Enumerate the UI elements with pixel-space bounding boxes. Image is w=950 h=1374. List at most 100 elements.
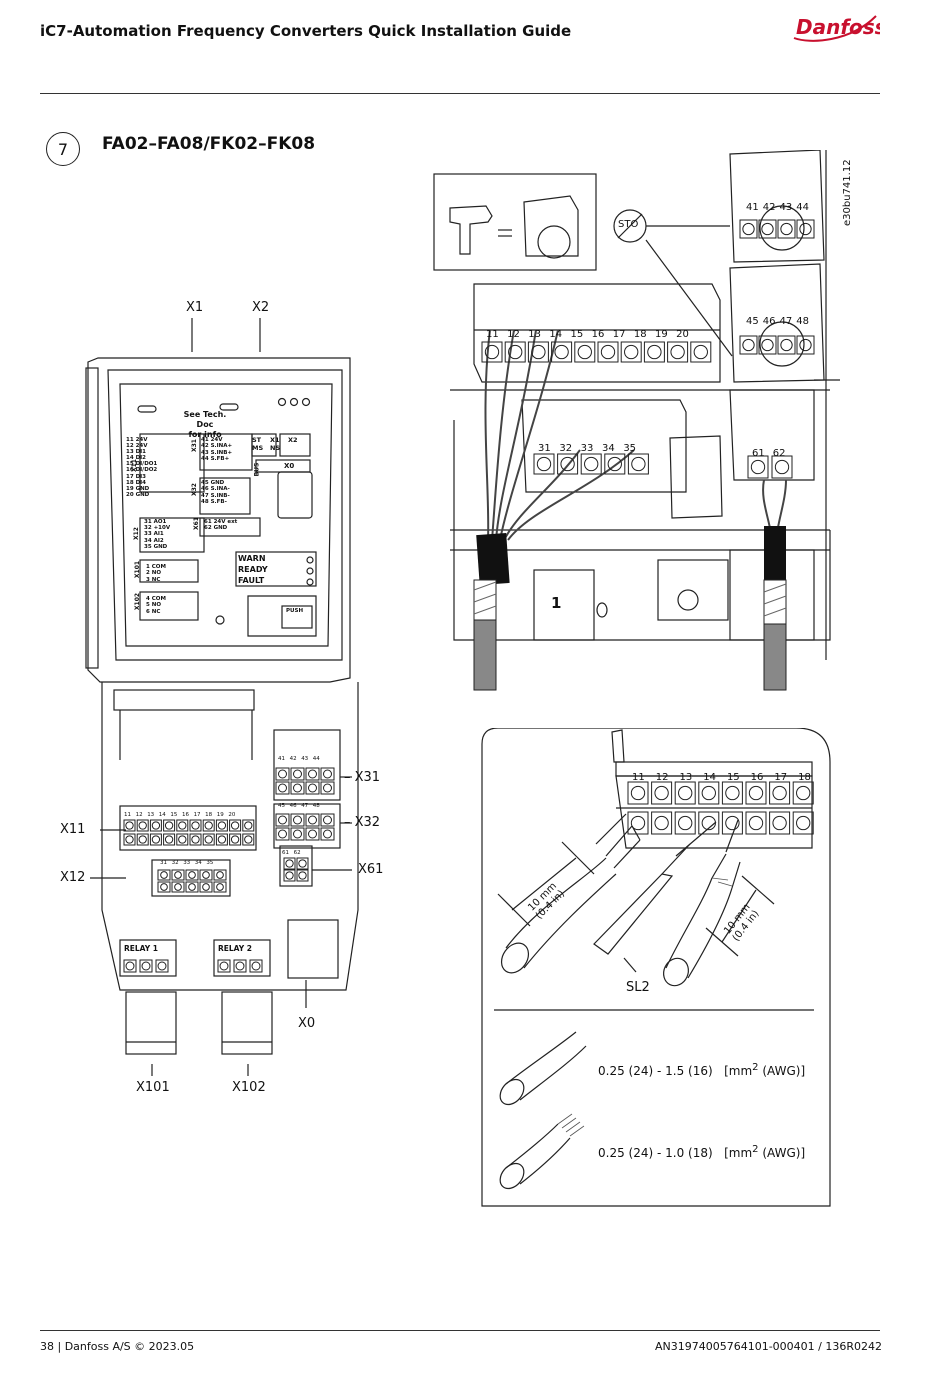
terminal-number: 44 (312, 756, 320, 762)
terminal-number: 20 (676, 329, 689, 340)
terminal-screw-head (157, 961, 167, 971)
terminal-screw-head (235, 961, 245, 971)
terminal-number: 45 (278, 803, 285, 809)
footer-rule (40, 1330, 880, 1331)
terminal-screw-head (323, 815, 332, 825)
step-number: 7 (46, 132, 80, 166)
terminal-screw (777, 335, 796, 355)
terminal-screw (176, 833, 189, 846)
terminal-screw-head (216, 871, 224, 879)
terminal-screw-head (654, 785, 669, 801)
terminal-screw (557, 453, 579, 475)
terminal-number: 13 (147, 812, 155, 818)
terminal-screw-head (742, 338, 755, 352)
terminal-screw (229, 833, 242, 846)
terminal-screw (275, 781, 290, 795)
terminal-wiring-illustration (433, 150, 840, 691)
terminal-screw (504, 341, 526, 363)
panel-x31-tag: X31 (190, 439, 198, 452)
terminal-screw-head (670, 344, 685, 360)
terminal-screw-head (725, 815, 740, 831)
terminal-screw-head (174, 871, 182, 879)
terminal-number: 47 (301, 803, 309, 809)
terminal-screw-head (188, 883, 196, 891)
terminal-screw-head (217, 835, 227, 844)
terminal-screw (157, 869, 171, 881)
terminal-screw-head (308, 769, 317, 779)
terminal-screw (747, 455, 769, 479)
terminal-screw (796, 335, 815, 355)
terminal-screw (651, 811, 673, 835)
terminal-number: 18 (205, 812, 213, 818)
section-title: FA02–FA08/FK02–FK08 (102, 134, 316, 154)
terminal-screw (745, 781, 767, 805)
terminal-number: 11 (124, 812, 131, 818)
terminal-number: 32 (559, 443, 573, 454)
terminal-screw-head (191, 835, 200, 844)
terminal-screw-head (584, 456, 599, 472)
terminal-screw-head (141, 961, 151, 971)
terminal-screw (627, 811, 649, 835)
terminal-screw-head (748, 815, 764, 831)
terminal-screw-head (285, 859, 294, 868)
terminal-screw (721, 811, 743, 835)
terminal-number: 17 (612, 329, 626, 340)
panel-x11-tag: X11 (130, 459, 138, 472)
terminal-screw-head (202, 871, 210, 879)
terminal-screw-head (678, 815, 693, 831)
terminal-number: 20 (228, 812, 236, 818)
terminal-number: 47 (779, 316, 793, 327)
terminal-screw-head (138, 821, 147, 830)
terminal-screw-head (298, 859, 307, 868)
terminal-number: 34 (194, 860, 202, 866)
terminal-number: 62 (772, 448, 786, 459)
terminal-screw (149, 819, 162, 832)
terminal-screw-head (278, 783, 287, 793)
terminal-screw (320, 813, 335, 827)
terminal-screw-head (164, 835, 174, 844)
terminal-screw-head (600, 344, 616, 360)
terminal-number: 11 (486, 329, 499, 340)
terminal-screw (745, 811, 767, 835)
terminal-screw-head (701, 815, 716, 831)
terminal-screw (233, 959, 247, 973)
terminal-screw (527, 341, 549, 363)
terminal-screw (320, 827, 335, 841)
terminal-screw (189, 819, 202, 832)
relay1-label: RELAY 1 (124, 944, 159, 953)
terminal-screw-head (230, 821, 240, 830)
terminal-number: 13 (528, 329, 541, 340)
panel-x101-tag: X101 (134, 560, 142, 579)
terminal-number: 15 (726, 772, 740, 783)
panel-x12-tag: X12 (132, 527, 140, 540)
terminal-screw-head (285, 871, 294, 880)
terminal-number: 42 (289, 756, 297, 762)
terminal-screw (163, 833, 176, 846)
terminal-number: 48 (312, 803, 320, 809)
terminal-screw-head (780, 338, 793, 352)
terminal-screw-head (508, 344, 523, 360)
terminal-screw-head (160, 883, 168, 891)
terminal-screw (213, 869, 227, 881)
terminal-screw-head (278, 769, 287, 779)
terminal-screw (242, 819, 255, 832)
terminal-screw (674, 781, 696, 805)
terminal-number: 62 (293, 850, 301, 856)
terminal-screw (163, 819, 176, 832)
terminal-screw (739, 219, 758, 239)
terminal-screw (620, 341, 642, 363)
terminal-screw-head (748, 785, 764, 801)
terminal-screw (199, 869, 213, 881)
terminal-screw-head (125, 835, 134, 844)
terminal-screw (199, 881, 213, 893)
terminal-screw (290, 827, 305, 841)
terminal-number: 41 (278, 756, 285, 762)
